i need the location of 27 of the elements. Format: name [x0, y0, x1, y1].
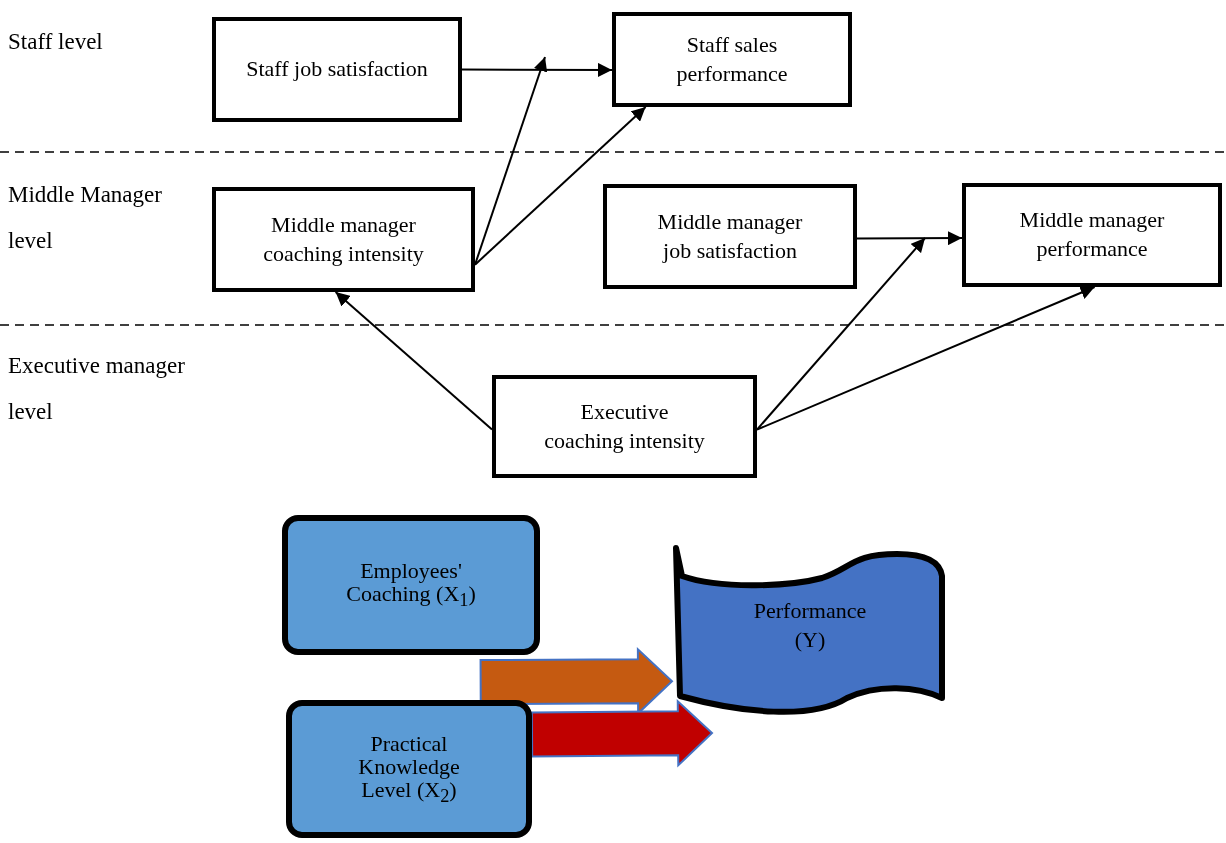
block-arrow — [530, 698, 714, 768]
process-box — [492, 375, 757, 478]
node-label: Staff sales performance — [675, 30, 789, 88]
node-label: Employees' Coaching (X$_{1}$) — [345, 559, 477, 611]
node-label: Middle manager coaching intensity — [262, 210, 425, 268]
process-box — [612, 12, 852, 107]
node-label: Performance (Y) — [752, 596, 868, 654]
arrow — [461, 62, 613, 77]
arrow — [756, 237, 926, 431]
process-box — [603, 184, 857, 289]
level-label: Middle Manager level — [8, 181, 163, 255]
node-label: Staff job satisfaction — [246, 55, 428, 84]
arrow — [334, 291, 493, 431]
process-box — [962, 183, 1222, 287]
arrow — [474, 106, 647, 266]
process-box — [212, 187, 475, 292]
level-label: Staff level — [8, 28, 104, 56]
level-label: Executive manager level — [8, 352, 186, 426]
arrow — [856, 231, 963, 246]
rounded-box — [282, 515, 540, 655]
node-label: Practical Knowledge Level (X$_{2}$) — [357, 731, 461, 807]
node-label: Middle manager performance — [1018, 206, 1166, 263]
process-box — [212, 17, 462, 122]
arrow — [756, 286, 1096, 431]
node-label: Executive coaching intensity — [543, 397, 706, 455]
node-label: Middle manager job satisfaction — [656, 207, 804, 265]
rounded-box — [286, 700, 532, 838]
